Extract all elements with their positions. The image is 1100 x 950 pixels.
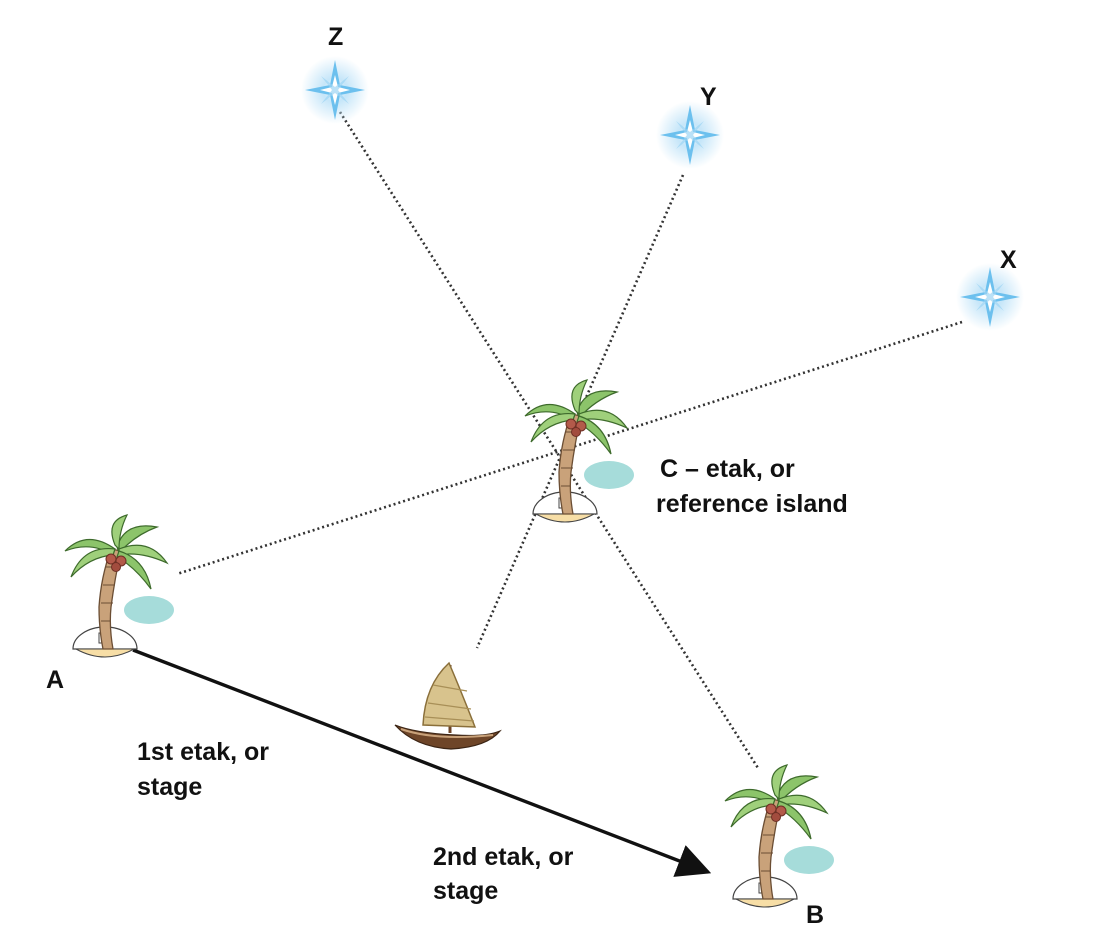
canoe-icon bbox=[394, 661, 502, 750]
island-c-icon bbox=[524, 379, 635, 523]
star-z-icon bbox=[301, 56, 369, 124]
route-arrow-a-to-b bbox=[132, 648, 712, 877]
island-b-label: B bbox=[806, 901, 824, 929]
island-a-label: A bbox=[46, 666, 64, 694]
bearing-line-y bbox=[475, 174, 685, 649]
star-z-label: Z bbox=[328, 23, 343, 51]
star-x-label: X bbox=[1000, 246, 1017, 274]
island-a-icon bbox=[64, 514, 175, 658]
second-stage-label-line1: 2nd etak, or bbox=[433, 843, 574, 871]
second-stage-label-line2: stage bbox=[433, 877, 498, 905]
bearing-line-z bbox=[338, 111, 760, 769]
first-stage-label-line1: 1st etak, or bbox=[137, 738, 269, 766]
first-stage-label-line2: stage bbox=[137, 773, 202, 801]
star-y-label: Y bbox=[700, 83, 717, 111]
island-b-icon bbox=[724, 764, 835, 908]
island-c-label-line1: C – etak, or bbox=[660, 455, 795, 483]
star-y-icon bbox=[656, 101, 724, 169]
island-c-label-line2: reference island bbox=[656, 490, 848, 518]
